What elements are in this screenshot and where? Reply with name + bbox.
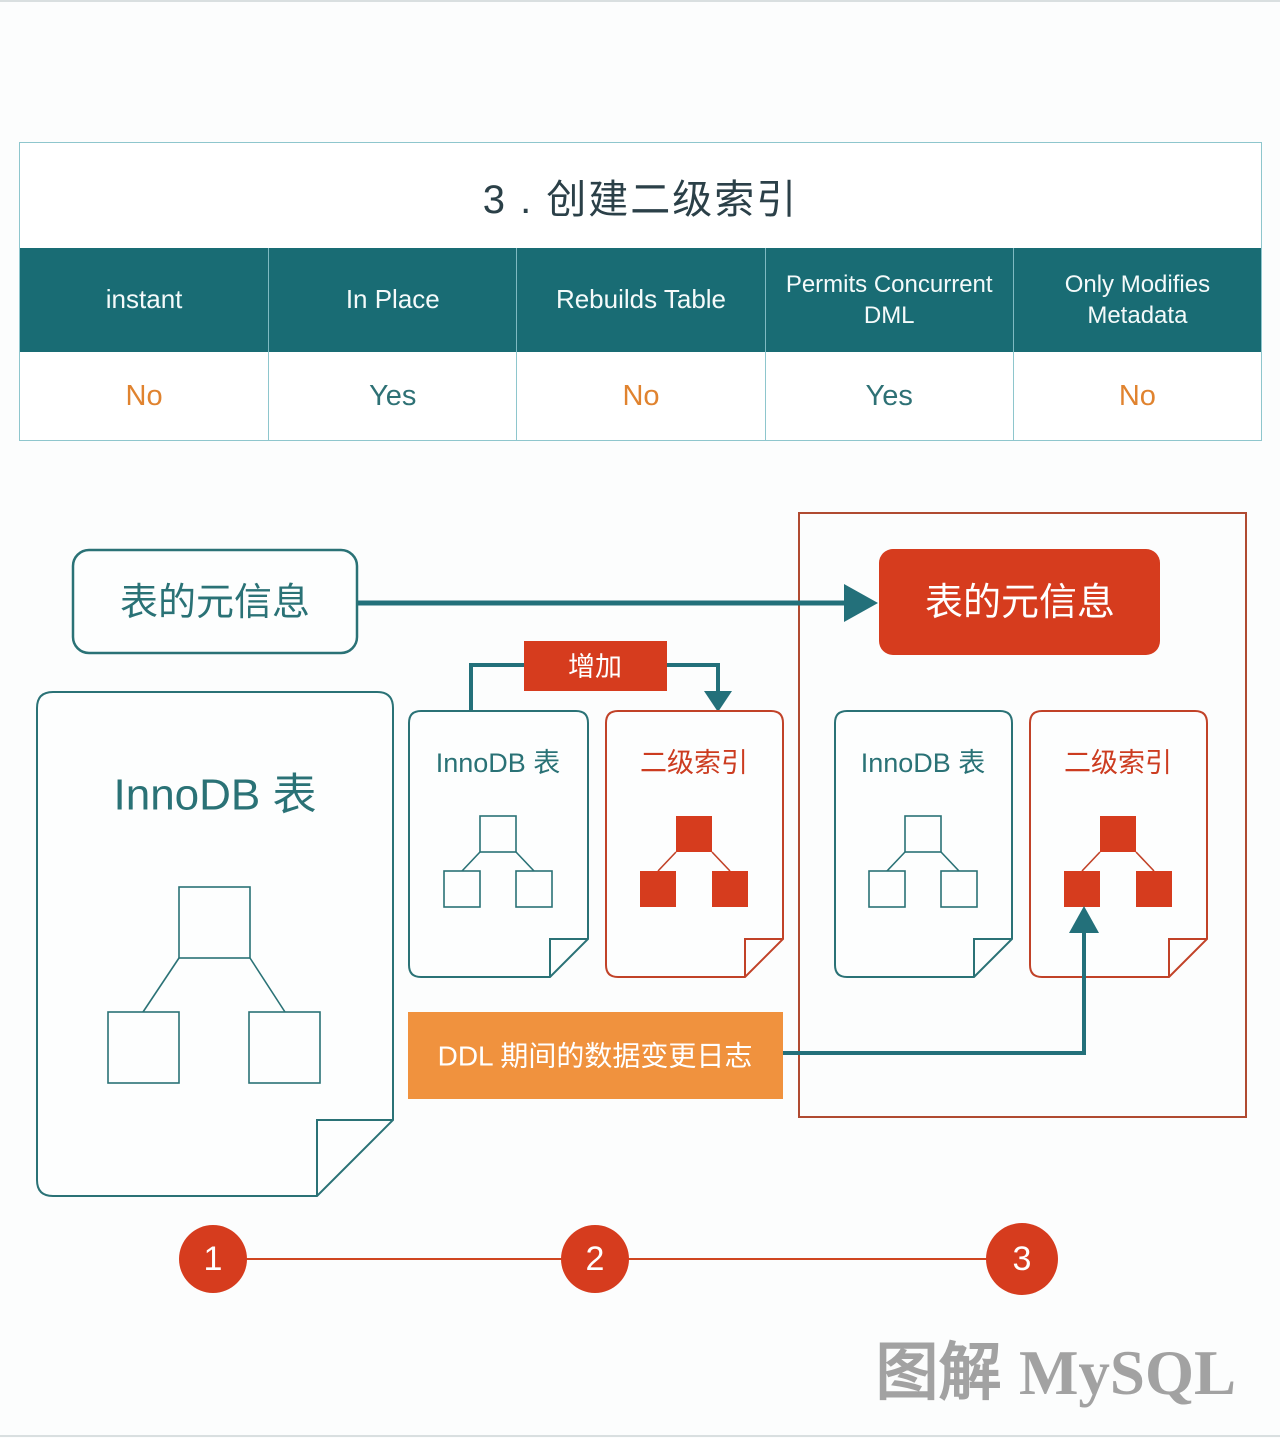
value-cell-instant: No bbox=[125, 379, 163, 412]
doc-label: InnoDB 表 bbox=[114, 771, 317, 820]
step-timeline: 1 2 3 bbox=[179, 1223, 1058, 1295]
top-hairline bbox=[0, 0, 1280, 2]
doc-fold-corner-icon bbox=[549, 938, 588, 977]
doc-label: InnoDB 表 bbox=[861, 748, 986, 778]
apply-log-connector-line bbox=[783, 929, 1086, 1055]
step3-container-box bbox=[798, 512, 1247, 1118]
header-cell-rebuilds-table: Rebuilds Table bbox=[516, 248, 764, 352]
doc-fold-corner-icon bbox=[973, 938, 1012, 977]
btree-icon bbox=[107, 886, 321, 1084]
step1-circle bbox=[179, 1225, 247, 1293]
doc-outline bbox=[36, 691, 394, 1197]
doc-secondary-index-step3: 二级索引 bbox=[1029, 710, 1208, 978]
ddl-change-log-label: DDL 期间的数据变更日志 bbox=[438, 1041, 753, 1072]
metadata-copy-arrowhead-right-icon bbox=[844, 584, 878, 622]
step1-number: 1 bbox=[204, 1240, 223, 1278]
bottom-hairline bbox=[0, 1435, 1280, 1437]
add-label-box: 增加 bbox=[524, 641, 667, 691]
add-label: 增加 bbox=[568, 652, 622, 682]
watermark-cjk: 图解 bbox=[875, 1338, 1002, 1408]
ddl-change-log-box: DDL 期间的数据变更日志 bbox=[408, 1012, 783, 1099]
step2-number: 2 bbox=[586, 1240, 605, 1278]
btree-filled-icon bbox=[640, 816, 748, 907]
step3-number: 3 bbox=[1013, 1240, 1032, 1278]
doc-innodb-table-step1: InnoDB 表 bbox=[36, 691, 394, 1197]
doc-label: 二级索引 bbox=[1064, 748, 1172, 778]
header-cell-in-place: In Place bbox=[268, 248, 516, 352]
table-metadata-box-left: 表的元信息 bbox=[71, 548, 359, 655]
doc-innodb-table-step2: InnoDB 表 bbox=[408, 710, 589, 978]
btree-filled-icon bbox=[1064, 816, 1172, 907]
header-cell-permits-concurrent-dml: Permits Concurrent DML bbox=[764, 248, 1013, 352]
header-cell-only-modifies-metadata: Only Modifies Metadata bbox=[1012, 248, 1261, 352]
value-cell-permits-concurrent-dml: Yes bbox=[764, 352, 1013, 440]
watermark-latin: MySQL bbox=[1018, 1338, 1236, 1408]
table-metadata-box-right: 表的元信息 bbox=[879, 549, 1160, 655]
table-header-row: instant In Place Rebuilds Table Permits … bbox=[20, 248, 1261, 352]
doc-label: InnoDB 表 bbox=[436, 748, 561, 778]
step2-circle bbox=[561, 1225, 629, 1293]
doc-outline bbox=[408, 710, 589, 978]
metadata-label: 表的元信息 bbox=[120, 582, 310, 624]
value-cell-only-modifies-metadata: No bbox=[1012, 352, 1261, 440]
table-value-row: No Yes No Yes No bbox=[20, 352, 1261, 440]
value-cell-rebuilds-table: No bbox=[516, 352, 764, 440]
ddl-comparison-table: 3 . 创建二级索引 instant In Place Rebuilds Tab… bbox=[19, 142, 1262, 441]
table-title: 3 . 创建二级索引 bbox=[482, 177, 799, 222]
watermark: 图解 MySQL bbox=[875, 1322, 1236, 1413]
value-cell-in-place: Yes bbox=[268, 352, 516, 440]
header-cell-instant: instant bbox=[105, 284, 183, 315]
add-index-arrowhead-down-icon bbox=[704, 691, 732, 712]
doc-fold-corner-icon bbox=[316, 1119, 393, 1196]
doc-innodb-table-step3: InnoDB 表 bbox=[834, 710, 1013, 978]
btree-icon bbox=[443, 815, 553, 908]
metadata-label: 表的元信息 bbox=[925, 582, 1115, 624]
doc-fold-corner-icon bbox=[744, 938, 783, 977]
doc-secondary-index-step2: 二级索引 bbox=[605, 710, 784, 978]
doc-outline bbox=[834, 710, 1013, 978]
doc-fold-corner-icon bbox=[1168, 938, 1207, 977]
btree-icon bbox=[868, 815, 978, 908]
doc-label: 二级索引 bbox=[640, 748, 748, 778]
apply-log-arrowhead-up-icon bbox=[1069, 906, 1099, 933]
step3-circle bbox=[986, 1223, 1058, 1295]
